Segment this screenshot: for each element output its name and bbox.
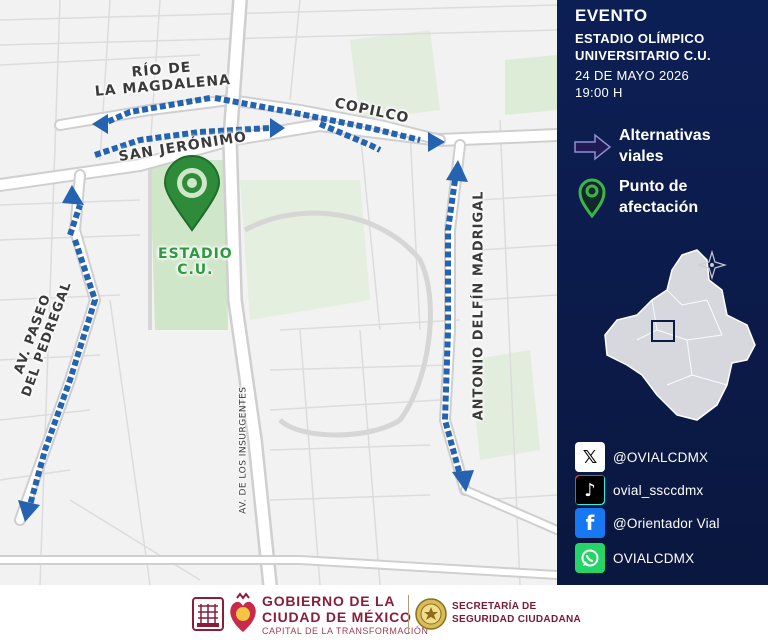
arrowhead-north-madrigal: [446, 160, 468, 182]
heart-emblem-icon: [230, 592, 256, 632]
event-time: 19:00 H: [575, 85, 623, 100]
arrowhead-south-pedregal: [18, 500, 40, 522]
arrowhead-south-madrigal: [452, 470, 474, 492]
arrowhead-east-sj: [270, 118, 285, 138]
ssc-line1: SECRETARÍA DE: [452, 601, 537, 612]
cdmx-coat-of-arms-icon: [192, 597, 224, 631]
location-pin-icon[interactable]: [163, 155, 221, 232]
map-area[interactable]: RÍO DE LA MAGDALENA COPILCO SAN JERÓNIMO…: [0, 0, 557, 585]
facebook-icon: f: [575, 508, 605, 538]
social-handle: @Orientador Vial: [613, 515, 720, 531]
footer-divider: [408, 595, 409, 633]
event-venue-line2: UNIVERSITARIO C.U.: [575, 48, 711, 63]
gob-slogan: CAPITAL DE LA TRANSFORMACIÓN: [262, 626, 429, 636]
info-panel: EVENTO ESTADIO OLÍMPICO UNIVERSITARIO C.…: [557, 0, 768, 585]
social-handle: OVIALCDMX: [613, 550, 695, 566]
area-highlight: [651, 320, 675, 342]
route-arrowheads: [18, 114, 474, 522]
label-insurgentes: AV. DE LOS INSURGENTES: [238, 386, 249, 514]
alternative-routes: [27, 95, 463, 506]
social-tiktok[interactable]: ♪ ovial_ssccdmx: [575, 475, 703, 505]
gob-title-line2: CIUDAD DE MÉXICO: [262, 609, 412, 625]
arrowhead-west: [92, 114, 108, 134]
social-handle: @OVIALCDMX: [613, 449, 709, 465]
location-pin-icon: [578, 178, 606, 218]
arrow-right-icon: [574, 133, 612, 161]
compass-icon: [697, 250, 727, 280]
campus-park: [240, 180, 370, 320]
tiktok-icon: ♪: [575, 475, 605, 505]
social-whatsapp[interactable]: OVIALCDMX: [575, 543, 694, 573]
legend-punto: Punto de afectación: [619, 178, 699, 216]
social-facebook[interactable]: f @Orientador Vial: [575, 508, 720, 538]
x-icon: 𝕏: [575, 442, 605, 472]
park-ne: [505, 55, 557, 115]
label-delfin-madrigal: ANTONIO DELFÍN MADRIGAL: [471, 190, 487, 421]
footer: GOBIERNO DE LA CIUDAD DE MÉXICO CAPITAL …: [0, 585, 768, 644]
ssc-seal-icon: [415, 598, 447, 630]
event-venue-line1: ESTADIO OLÍMPICO: [575, 31, 705, 46]
street-map: [0, 0, 557, 585]
social-handle: ovial_ssccdmx: [613, 482, 704, 498]
park-east: [470, 350, 540, 460]
label-estadio-cu: ESTADIO C.U.: [158, 246, 233, 279]
arrowhead-north-pedregal: [62, 185, 84, 205]
legend-alternativas: Alternativas viales: [619, 127, 711, 165]
ssc-line2: SEGURIDAD CIUDADANA: [452, 614, 582, 625]
park-north: [350, 30, 440, 120]
social-x[interactable]: 𝕏 @OVIALCDMX: [575, 442, 708, 472]
cdmx-map: [604, 249, 756, 421]
arrowhead-east-copilco: [428, 132, 445, 152]
event-date: 24 DE MAYO 2026: [575, 68, 690, 83]
minor-streets: [0, 0, 557, 585]
gob-title-line1: GOBIERNO DE LA: [262, 593, 396, 609]
whatsapp-icon: [575, 543, 605, 573]
event-title: EVENTO: [575, 6, 648, 25]
campus-circuit: [243, 210, 433, 438]
